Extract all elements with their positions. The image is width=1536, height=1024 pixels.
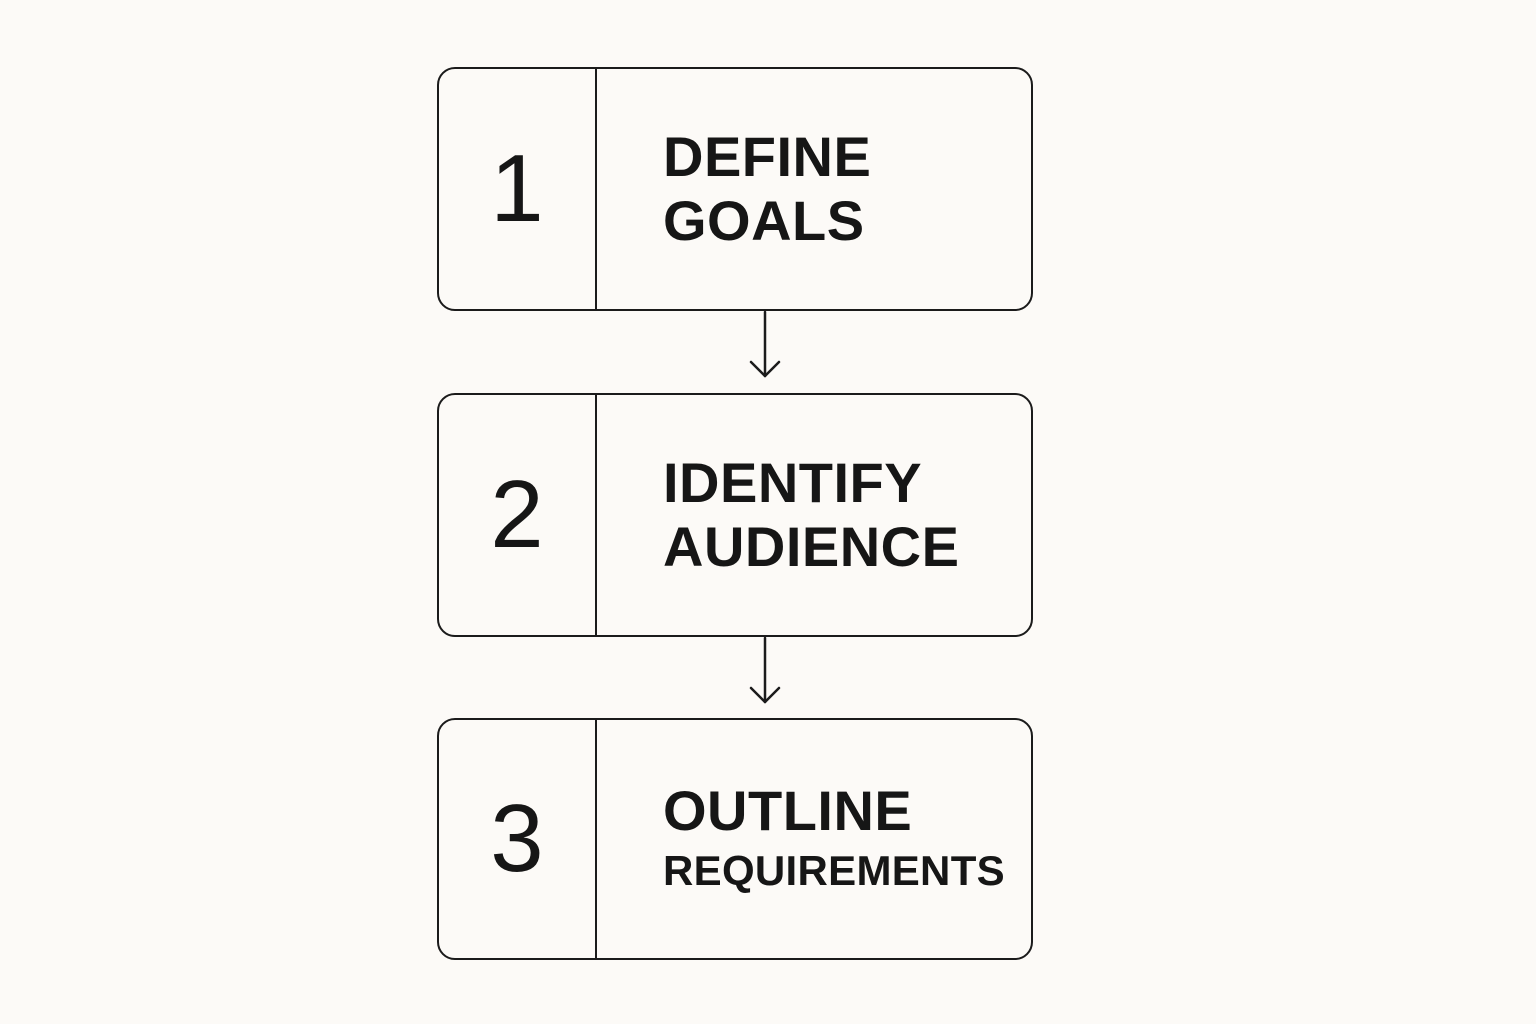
- step-box-3: 3 OUTLINE REQUIREMENTS: [437, 718, 1033, 960]
- step-box-2: 2 IDENTIFY AUDIENCE: [437, 393, 1033, 637]
- step-label-1-line-1: DEFINE: [663, 125, 872, 188]
- arrow-down-icon: [749, 636, 781, 704]
- step-label-1: DEFINE GOALS: [663, 69, 871, 309]
- arrow-down-icon: [749, 310, 781, 378]
- step-label-1-line-2: GOALS: [663, 189, 865, 252]
- step-label-2-line-1: IDENTIFY: [663, 451, 923, 514]
- step-label-2: IDENTIFY AUDIENCE: [663, 395, 959, 635]
- step-number-1: 1: [439, 69, 597, 309]
- step-number-2: 2: [439, 395, 597, 635]
- step-number-3: 3: [439, 720, 597, 958]
- step-label-3: OUTLINE REQUIREMENTS: [663, 720, 1005, 958]
- step-label-2-line-2: AUDIENCE: [663, 515, 960, 578]
- step-label-3-line-1: OUTLINE: [663, 779, 913, 842]
- step-box-1: 1 DEFINE GOALS: [437, 67, 1033, 311]
- step-label-3-line-2: REQUIREMENTS: [663, 847, 1005, 894]
